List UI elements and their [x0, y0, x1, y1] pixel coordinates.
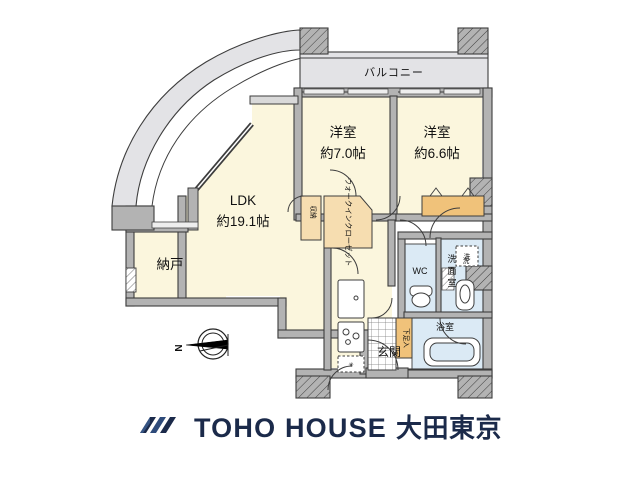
room-label-washroom-c: 室 — [447, 277, 456, 288]
room-label-wc: WC — [413, 266, 428, 276]
room-label-bathroom: 浴室 — [436, 321, 454, 332]
compass-rose: N — [174, 328, 229, 360]
room-label-washitsu-6: 洋室 — [424, 124, 451, 140]
closet-label-walk-in: ウォークインクローゼット — [344, 178, 353, 267]
brand-logo-text: TOHO HOUSE 大田東京 — [194, 408, 502, 445]
brand-branch: 大田東京 — [396, 412, 503, 443]
shoe-box-label: 下足入 — [402, 328, 410, 348]
room-label-washitsu-7: 洋室 — [330, 124, 357, 140]
washer-label: 洗 — [464, 252, 471, 261]
door-swings[interactable] — [287, 169, 467, 391]
room-size-washitsu-7: 約7.0帖 — [320, 146, 366, 161]
brand-logo: TOHO HOUSE 大田東京 — [0, 398, 640, 454]
closets: 収納 ウォークインクローゼット 下足入 — [300, 178, 485, 359]
room-label-washroom: 洗 — [447, 253, 456, 264]
room-size-washitsu-6: 約6.6帖 — [414, 146, 460, 161]
room-labels: 洋室 約7.0帖 洋室 約6.6帖 LDK 約19.1帖 納戸 WC 洗 洗 面… — [157, 124, 470, 359]
room-label-genkan: 玄関 — [377, 344, 401, 359]
sliding-glass-doors[interactable] — [151, 88, 481, 231]
closet-label-shunou: 収納 — [309, 205, 318, 219]
room-label-ldk: LDK — [230, 193, 256, 208]
room-label-balcony: バルコニー — [364, 66, 424, 79]
compass-north-label: N — [174, 344, 185, 351]
fixtures: ✳ 洗 — [337, 245, 481, 373]
svg-text:✳: ✳ — [348, 362, 354, 369]
brand-name: TOHO HOUSE — [193, 412, 387, 443]
entry-tile-floor — [367, 317, 397, 371]
room-size-ldk: 約19.1帖 — [216, 214, 269, 229]
room-label-nando: 納戸 — [157, 257, 184, 272]
room-label-washroom-b: 面 — [447, 266, 456, 276]
structural-columns — [111, 27, 493, 399]
room-label-washroom-1: 洗 — [463, 256, 470, 265]
toho-chevron-mark — [139, 417, 176, 433]
